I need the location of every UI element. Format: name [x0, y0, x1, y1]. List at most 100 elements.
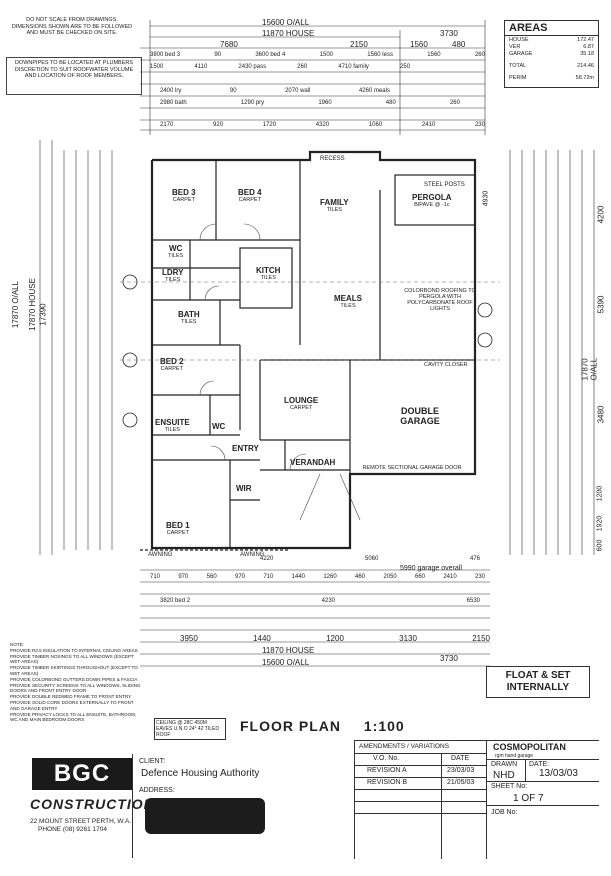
sheet-label: SHEET No:: [491, 783, 528, 790]
note-item: PROVIDE PRIVACY LOCKS TO ALL ENSUITE, BA…: [10, 711, 137, 723]
dim-seg-3: 480: [452, 40, 466, 49]
float-set-box: FLOAT & SET INTERNALLY: [486, 666, 590, 698]
dim-seg-2: 1560: [410, 40, 428, 49]
float-set-text: FLOAT & SET INTERNALLY: [505, 670, 571, 693]
room-wc2: WC: [212, 422, 226, 431]
colorbond-note: COLORBOND ROOFING TO PERGOLA WITH POLYCA…: [404, 288, 476, 312]
note-item: PROVIDE SECURITY SCREENS TO ALL WINDOWS,…: [10, 682, 141, 694]
drawn-label: DRAWN: [491, 761, 518, 768]
room-entry: ENTRY: [232, 444, 259, 453]
address-label: ADDRESS:: [139, 787, 175, 794]
amendments-heading: AMENDMENTS / VARIATIONS: [359, 743, 450, 750]
room-ensuite: ENSUITE TILES: [155, 418, 190, 433]
room-wir: WIR: [236, 484, 252, 493]
revision-a-date: 23/03/03: [447, 767, 475, 774]
client-label: CLIENT:: [139, 758, 166, 765]
dim-right-6: 4930: [482, 190, 490, 207]
client-section: CLIENT: Defence Housing Authority ADDRES…: [132, 754, 355, 858]
room-kitch: KITCH TILES: [256, 266, 281, 281]
scale-warning-note: DO NOT SCALE FROM DRAWINGS. DIMENSIONS S…: [6, 16, 138, 48]
sheet-value: 1 OF 7: [513, 793, 544, 804]
room-verandah: VERANDAH: [290, 458, 336, 467]
note-item: PROVIDE COLORBOND GUTTERS DOWN PIPES & F…: [10, 676, 138, 682]
awning-left: AWNING: [148, 552, 173, 558]
address-redacted: [145, 798, 265, 834]
areas-heading: AREAS: [505, 21, 598, 36]
dim-right-5: 600: [596, 539, 604, 552]
vo-label: V.O. No.: [373, 755, 400, 762]
note-item: PROVIDE TIMBER SKIRTINGS THROUGHOUT (EXC…: [10, 665, 138, 676]
room-recess: RECESS: [320, 156, 345, 162]
notes-block: NOTE: PROVIDE R3.5 INSULATION TO INTERNA…: [10, 642, 142, 723]
downpipe-note: DOWNPIPES TO BE LOCATED AT PLUMBERS DISC…: [6, 57, 142, 95]
company-address: 22 MOUNT STREET PERTH, W.A.: [30, 818, 132, 825]
dim-house-top: 11870 HOUSE: [262, 29, 315, 38]
note-item: PROVIDE R3.5 INSULATION TO INTERNAL CEIL…: [10, 647, 138, 653]
revision-b: REVISION B: [367, 779, 408, 786]
dim-right-1: 5390: [596, 295, 606, 314]
client-value: Defence Housing Authority: [141, 768, 260, 779]
room-pergola: PERGOLA BIPAVE @ -1c: [412, 193, 452, 208]
ceiling-note: CEILING @ 28c 450m EAVES U.N.O 24° 42 TI…: [154, 718, 226, 740]
company-name: CONSTRUCTION: [30, 796, 155, 812]
dim-right-top: 3730: [440, 29, 458, 38]
room-meals: MEALS TILES: [334, 294, 362, 309]
design-date-value: 13/03/03: [539, 768, 578, 779]
dim-left-sub: 17390: [38, 303, 48, 326]
dim-bottom-overall: 15600 O/ALL: [262, 658, 310, 667]
dim-seg-0: 7680: [220, 40, 238, 49]
room-bed1: BED 1 CARPET: [166, 521, 190, 536]
room-bed3: BED 3 CARPET: [172, 188, 196, 203]
room-bed4: BED 4 CARPET: [238, 188, 262, 203]
design-sub: rgm hand garage: [495, 753, 534, 759]
room-lounge: LOUNGE CARPET: [284, 396, 319, 411]
dim-bottom-right: 3730: [440, 654, 458, 663]
design-name: COSMOPOLITAN: [493, 742, 566, 752]
dim-right-4: 1920: [596, 515, 604, 532]
room-double-garage: DOUBLE GARAGE: [400, 406, 440, 426]
drawn-value: NHD: [493, 770, 515, 781]
room-family: FAMILY TILES: [320, 198, 349, 213]
floor-plan-drawing: [39, 20, 595, 667]
dim-left-overall: 17870 O/ALL: [11, 280, 21, 329]
awning-right: AWNING: [240, 552, 265, 558]
amend-date-label: DATE: [451, 755, 470, 762]
remote-door: REMOTE SECTIONAL GARAGE DOOR: [362, 465, 462, 471]
room-wc: WC TILES: [168, 244, 184, 259]
room-ldry: LDRY TILES: [162, 268, 184, 283]
revision-b-date: 21/05/03: [447, 779, 475, 786]
note-item: PROVIDE DOUBLE REDWED FRAME TO FRONT ENT…: [10, 694, 132, 700]
title-block: BGC CONSTRUCTION 22 MOUNT STREET PERTH, …: [26, 740, 600, 872]
design-section: COSMOPOLITAN rgm hand garage DRAWN NHD D…: [486, 740, 599, 859]
dim-garage-overall: 5990 garage overall: [400, 565, 462, 572]
dim-right-2: 3480: [596, 405, 606, 424]
room-bath: BATH TILES: [178, 310, 200, 325]
note-item: PROVIDE SOLID CORE DOORS EXTERNALLY TO F…: [10, 699, 134, 711]
downpipe-text: DOWNPIPES TO BE LOCATED AT PLUMBERS DISC…: [14, 60, 134, 79]
dim-right-0: 4200: [596, 205, 606, 224]
design-date-label: DATE:: [529, 761, 550, 768]
plan-title: FLOOR PLAN 1:100: [240, 718, 405, 734]
revision-a: REVISION A: [367, 767, 407, 774]
cavity-closer: CAVITY CLOSER: [424, 362, 468, 368]
job-label: JOB No:: [491, 809, 518, 816]
dim-overall-top: 15600 O/ALL: [262, 18, 310, 27]
logo-text: BGC: [53, 760, 111, 787]
company-logo: BGC: [32, 758, 132, 790]
dim-right-3: 1200: [596, 485, 604, 502]
scale-warning-text: DO NOT SCALE FROM DRAWINGS. DIMENSIONS S…: [11, 17, 133, 36]
